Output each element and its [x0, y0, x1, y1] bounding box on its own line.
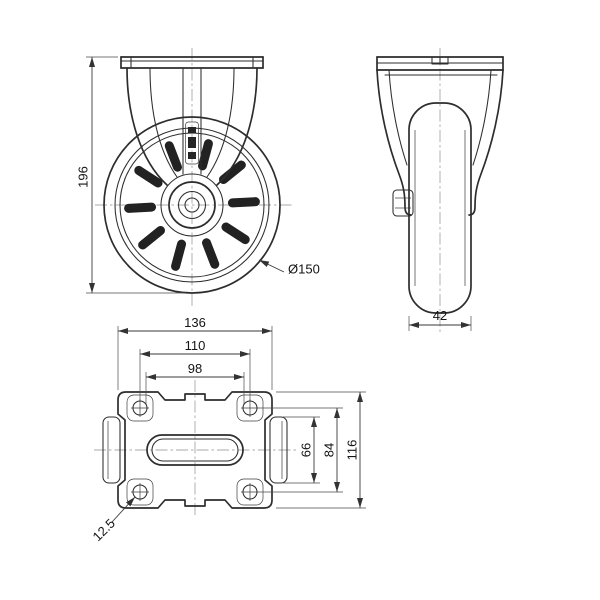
- dim-label-overall-height: 196: [75, 166, 90, 188]
- dim-wheel-diameter: Ø150: [258, 259, 320, 276]
- dim-label-hole-pitch-outer: 110: [185, 338, 206, 353]
- wheel-cutout-slot: [146, 434, 244, 466]
- wheel-end-right: [269, 416, 288, 484]
- side-bracket: [376, 56, 504, 217]
- dim-label-wheel-width: 42: [433, 308, 447, 323]
- dim-hole-pitch-outer: 110: [139, 338, 251, 402]
- bolt-hole: [241, 483, 259, 501]
- dim-plate-depth: 116: [276, 391, 366, 509]
- dim-cutout-height: 66: [283, 416, 320, 484]
- dim-plate-width: 136: [117, 315, 273, 390]
- front-fork: [120, 56, 264, 186]
- dim-hole-pitch-vertical: 84: [259, 407, 343, 493]
- wheel-hub: [168, 181, 216, 229]
- side-wheel: [408, 102, 472, 314]
- dim-hole-pitch-inner: 98: [145, 361, 245, 404]
- dim-wheel-width: 42: [408, 308, 472, 331]
- dim-label-wheel-diameter: Ø150: [288, 261, 320, 276]
- top-centerlines: [94, 380, 298, 516]
- fork-boss-circle: [160, 173, 224, 237]
- brand-logo: [185, 121, 199, 165]
- dim-overall-height: 196: [75, 56, 186, 294]
- dim-hole-diameter: 12.5: [90, 496, 136, 544]
- dim-label-hole-pitch-inner: 98: [188, 361, 202, 376]
- dim-label-hole-pitch-vertical: 84: [321, 443, 336, 457]
- side-view: 42: [376, 48, 504, 332]
- dim-label-plate-depth: 116: [344, 440, 359, 461]
- bolt-hole: [131, 483, 149, 501]
- front-centerlines: [95, 48, 292, 306]
- front-view: 196 Ø150: [75, 48, 320, 306]
- axle-clip: [392, 189, 414, 217]
- wheel-spoke-slots: [124, 139, 260, 271]
- dim-label-cutout-height: 66: [298, 443, 313, 457]
- dim-label-plate-width: 136: [184, 315, 206, 330]
- wheel-end-left: [102, 416, 121, 484]
- top-view: 136 110 98 66 84: [90, 315, 366, 544]
